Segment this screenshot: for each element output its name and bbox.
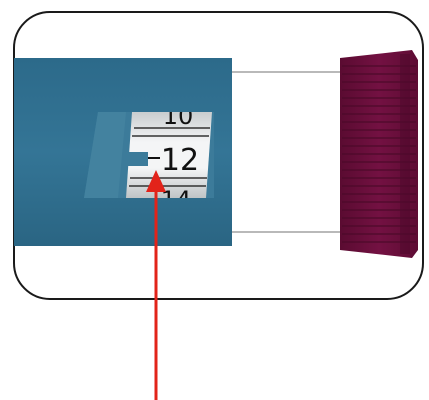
dose-dial: 10 12 14 <box>126 102 212 214</box>
dose-pointer-notch <box>126 152 148 166</box>
button-edge-shadow <box>400 54 410 254</box>
dial-selected-number: 12 <box>161 143 199 178</box>
dial-drum <box>126 112 212 198</box>
pointer-arrow <box>146 170 166 400</box>
dial-lower-number: 14 <box>161 186 192 214</box>
injection-button <box>340 50 418 258</box>
up-arrow-icon <box>146 170 166 192</box>
dial-upper-number: 10 <box>163 102 194 130</box>
dose-window-bevel <box>84 112 126 198</box>
